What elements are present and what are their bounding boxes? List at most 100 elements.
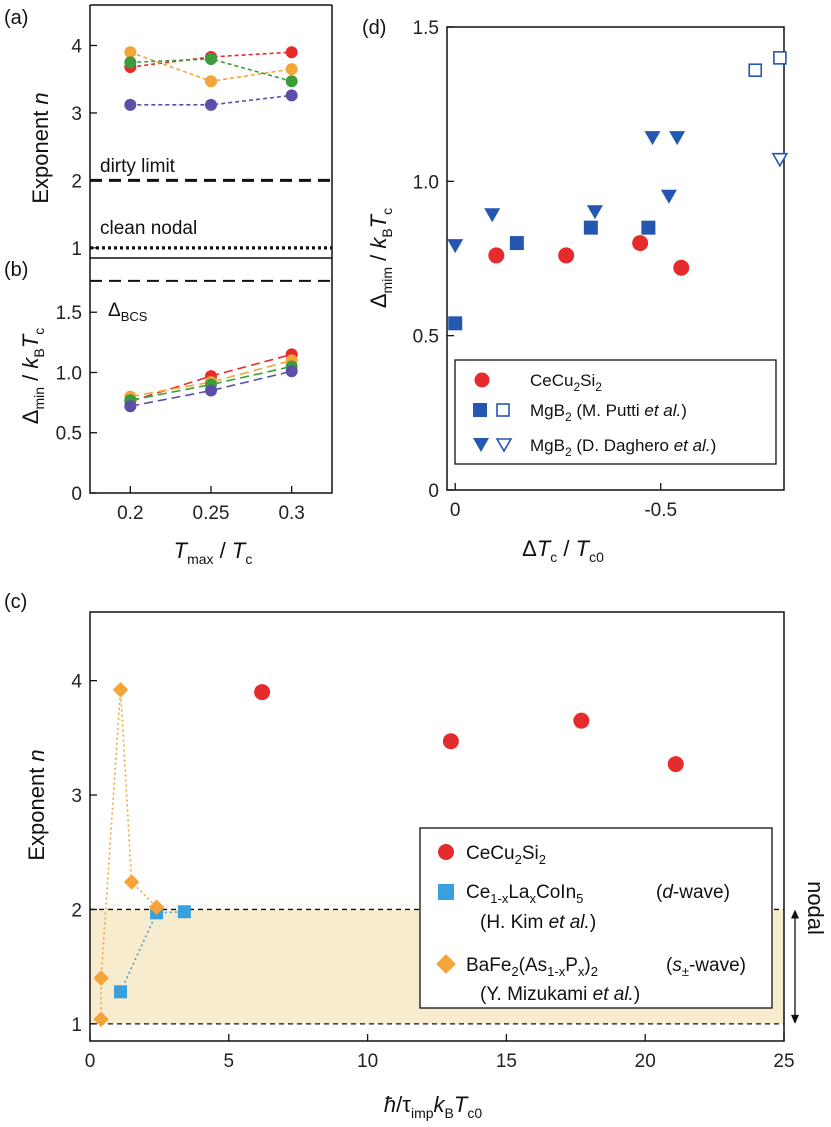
point-a-orange-1 — [205, 75, 217, 88]
point-c-la-2 — [177, 905, 191, 919]
xtick-label-c-4: 20 — [635, 1051, 656, 1072]
point-d-ce-2 — [632, 235, 649, 252]
ytick-label-a-2: 3 — [71, 104, 82, 125]
legend-c-label-la: Ce1-xLaxCoIn5 — [466, 882, 583, 906]
legend-c-marker-la — [438, 884, 454, 900]
axis-label-a-y: Exponent n — [28, 92, 53, 203]
chart-d: 00.51.01.50-0.5 — [413, 18, 789, 521]
xtick-label-b-2: 0.3 — [278, 503, 304, 524]
legend-c-label-ba-wave: (s±-wave) — [666, 955, 746, 979]
ytick-label-c-0: 1 — [71, 1015, 82, 1036]
point-a-purple-0 — [124, 98, 137, 111]
xtick-label-c-1: 5 — [224, 1051, 235, 1072]
legend-c-marker-ce — [438, 844, 454, 860]
point-c-ce-3 — [667, 756, 684, 773]
point-d-daghero-2 — [586, 205, 603, 220]
point-a-green-1 — [205, 52, 217, 65]
legend-d-label-daghero: MgB2 (D. Daghero et al.) — [530, 436, 716, 459]
legend-d-marker-ce — [474, 372, 490, 388]
point-a-orange-0 — [124, 46, 137, 59]
point-d-daghero-3 — [644, 131, 661, 146]
dirty-limit-label: dirty limit — [100, 156, 176, 177]
nodal-label: nodal — [803, 881, 828, 935]
point-d-daghero-1 — [484, 208, 501, 223]
point-b-purple-2 — [285, 365, 298, 378]
ytick-label-d-2: 1.0 — [413, 172, 439, 193]
ytick-label-a-0: 1 — [71, 239, 82, 260]
point-d-putti-1 — [509, 236, 524, 251]
legend-d: CeCu2Si2 MgB2 (M. Putti et al.) MgB2 (D.… — [454, 359, 777, 465]
point-a-red-2 — [285, 46, 298, 59]
point-a-green-2 — [285, 75, 298, 88]
point-d-putti-open-1 — [773, 51, 787, 65]
axis-label-b-y: Δmin / kBTc — [18, 328, 47, 424]
point-d-daghero-open-0 — [771, 152, 789, 168]
point-c-la-0 — [114, 985, 128, 999]
xtick-label-c-3: 15 — [496, 1051, 517, 1072]
point-c-ce-0 — [254, 684, 271, 701]
xtick-label-b-0: 0.2 — [117, 503, 143, 524]
legend-d-marker-putti — [473, 403, 487, 417]
xtick-label-c-5: 25 — [773, 1051, 794, 1072]
point-d-putti-3 — [641, 220, 656, 235]
delta-bcs-label: ΔBCS — [108, 300, 148, 324]
ytick-label-c-2: 3 — [71, 786, 82, 807]
ytick-label-b-1: 0.5 — [56, 424, 82, 445]
point-c-ce-1 — [442, 733, 459, 750]
ytick-label-a-3: 4 — [71, 36, 82, 57]
xtick-label-d-0: 0 — [450, 500, 461, 521]
point-d-ce-0 — [488, 247, 505, 264]
point-b-purple-1 — [205, 384, 217, 397]
point-d-putti-open-0 — [748, 63, 763, 78]
point-d-ce-1 — [558, 247, 575, 264]
panel-label-d: (d) — [362, 17, 386, 39]
frame-d — [446, 26, 785, 491]
point-b-purple-0 — [124, 400, 137, 413]
point-d-daghero-0 — [447, 239, 464, 254]
series-line-a-red — [130, 51, 292, 68]
legend-d-marker-daghero — [473, 438, 489, 452]
legend-c-label-la-ref: (H. Kim et al.) — [480, 912, 596, 933]
legend-c: CeCu2Si2 Ce1-xLaxCoIn5 (d-wave) (H. Kim … — [419, 827, 773, 1009]
axis-label-c-y: Exponent n — [24, 749, 49, 860]
legend-c-label-ba: BaFe2(As1-xPx)2 — [466, 955, 598, 979]
xtick-label-b-1: 0.25 — [193, 503, 230, 524]
legend-c-label-ce: CeCu2Si2 — [466, 843, 546, 867]
nodal-arrow-head-up — [791, 909, 799, 919]
panel-label-c: (c) — [4, 591, 27, 613]
legend-d-label-ce: CeCu2Si2 — [530, 371, 602, 394]
point-a-orange-2 — [285, 63, 298, 76]
point-d-daghero-4 — [669, 131, 686, 146]
xtick-label-c-0: 0 — [85, 1051, 96, 1072]
axis-label-b-x: Tmax / Tc — [174, 538, 253, 567]
ytick-label-b-3: 1.5 — [56, 303, 82, 324]
legend-d-marker-putti-open — [496, 403, 510, 417]
point-c-ce-2 — [573, 712, 590, 729]
point-a-green-0 — [124, 56, 137, 69]
panel-label-b: (b) — [4, 259, 28, 281]
legend-c-label-la-wave: (d-wave) — [656, 882, 730, 903]
legend-c-label-ba-ref: (Y. Mizukami et al.) — [480, 984, 640, 1005]
panel-label-a: (a) — [4, 7, 28, 29]
ytick-label-b-2: 1.0 — [56, 363, 82, 384]
legend-d-marker-daghero-open — [495, 438, 513, 453]
point-d-ce-3 — [673, 259, 690, 276]
xtick-label-d-1: -0.5 — [644, 500, 677, 521]
ytick-label-c-1: 2 — [71, 900, 82, 921]
point-c-ba-2 — [112, 682, 129, 698]
point-d-putti-0 — [448, 316, 463, 331]
point-a-purple-1 — [205, 98, 217, 111]
clean-nodal-label: clean nodal — [100, 218, 197, 239]
axis-label-d-x: ΔTc / Tc0 — [522, 536, 604, 565]
axis-label-d-y: Δmim / kBTc — [366, 208, 395, 308]
point-a-purple-2 — [285, 89, 298, 102]
point-d-daghero-5 — [660, 189, 677, 204]
ytick-label-c-3: 4 — [71, 672, 82, 693]
xtick-label-c-2: 10 — [357, 1051, 378, 1072]
ytick-label-d-1: 0.5 — [413, 327, 439, 348]
nodal-arrow-head-down — [791, 1014, 799, 1024]
axis-label-c-x: ħ/τimpkBTc0 — [384, 1092, 482, 1121]
